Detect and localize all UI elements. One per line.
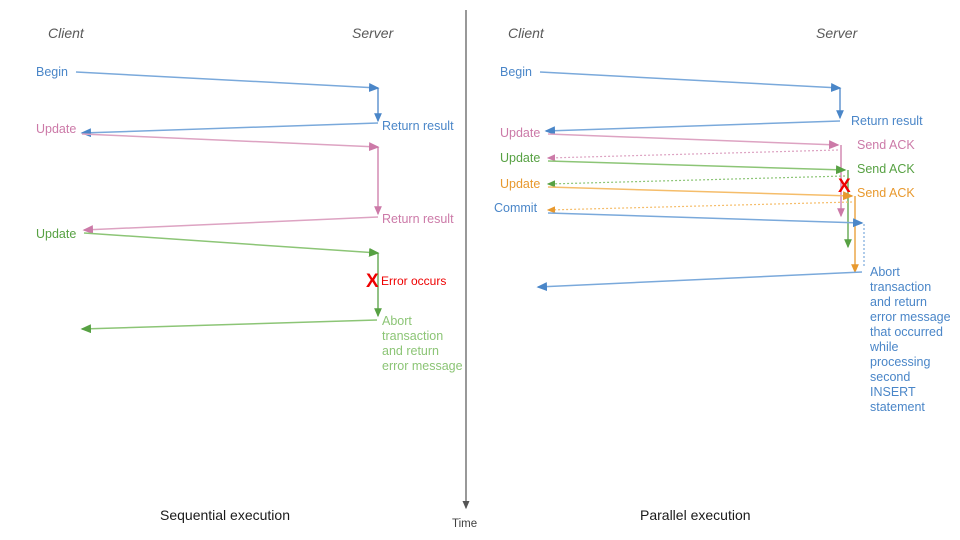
right-lane-client-label: Client <box>508 25 545 41</box>
right-abort-note-line-8: INSERT <box>870 385 916 399</box>
left-message-begin-label: Begin <box>36 65 68 79</box>
time-axis: Time <box>452 10 477 530</box>
right-ack-1-label: Send ACK <box>857 138 915 152</box>
right-message-update-1-label: Update <box>500 126 540 140</box>
left-panel-caption: Sequential execution <box>160 507 290 523</box>
right-abort-note-line-0: Abort <box>870 265 900 279</box>
right-message-update-2: Update Send ACK <box>500 151 915 249</box>
time-axis-label: Time <box>452 518 477 530</box>
left-lane-server-label: Server <box>352 25 395 41</box>
left-abort-note-line-1: transaction <box>382 329 443 343</box>
left-message-return-result-2-label: Return result <box>382 212 454 226</box>
right-panel: Client Server Begin Return result Update… <box>494 25 951 523</box>
left-message-update-1: Update <box>36 122 380 152</box>
right-ack-3-label: Send ACK <box>857 186 915 200</box>
right-abort-note-line-5: while <box>869 340 899 354</box>
right-message-return-result: Return result <box>544 88 923 136</box>
right-error-marker: X <box>838 176 851 197</box>
left-message-update-2: Update <box>36 227 380 257</box>
right-lane-server-label: Server <box>816 25 859 41</box>
right-ack-2-label: Send ACK <box>857 162 915 176</box>
right-message-update-3-label: Update <box>500 177 540 191</box>
left-message-return-result-1: Return result <box>80 88 454 138</box>
right-message-update-3: Update Send ACK <box>500 177 915 274</box>
right-panel-caption: Parallel execution <box>640 507 751 523</box>
left-message-return-result-2: Return result <box>82 147 454 235</box>
right-abort-note-line-1: transaction <box>870 280 931 294</box>
left-message-begin: Begin <box>36 65 380 93</box>
right-message-begin: Begin <box>500 65 842 93</box>
right-message-begin-label: Begin <box>500 65 532 79</box>
right-abort-note-line-9: statement <box>870 400 925 414</box>
right-abort-note-line-4: that occurred <box>870 325 943 339</box>
left-message-abort: Abort transaction and return error messa… <box>80 314 463 373</box>
right-message-return-result-label: Return result <box>851 114 923 128</box>
left-error-label: Error occurs <box>381 274 446 288</box>
left-message-update-2-label: Update <box>36 227 76 241</box>
right-message-update-2-label: Update <box>500 151 540 165</box>
right-abort-note-line-7: second <box>870 370 910 384</box>
left-error-marker: X Error occurs <box>366 271 446 292</box>
right-message-update-1: Update Send ACK <box>500 126 915 218</box>
left-message-update-1-label: Update <box>36 122 76 136</box>
right-message-abort: Abort transaction and return error messa… <box>536 265 951 414</box>
left-panel: Client Server Begin Return result Update… <box>36 25 463 523</box>
left-abort-note-line-0: Abort <box>382 314 412 328</box>
left-abort-note-line-2: and return <box>382 344 439 358</box>
right-message-commit-label: Commit <box>494 201 538 215</box>
right-message-commit: Commit <box>494 201 865 268</box>
right-abort-note-line-2: and return <box>870 295 927 309</box>
left-lane-client-label: Client <box>48 25 85 41</box>
error-x-icon: X <box>366 271 379 292</box>
right-abort-note-line-3: error message <box>870 310 951 324</box>
left-abort-note-line-3: error message <box>382 359 463 373</box>
right-abort-note-line-6: processing <box>870 355 930 369</box>
error-x-icon: X <box>838 176 851 197</box>
left-message-return-result-1-label: Return result <box>382 119 454 133</box>
